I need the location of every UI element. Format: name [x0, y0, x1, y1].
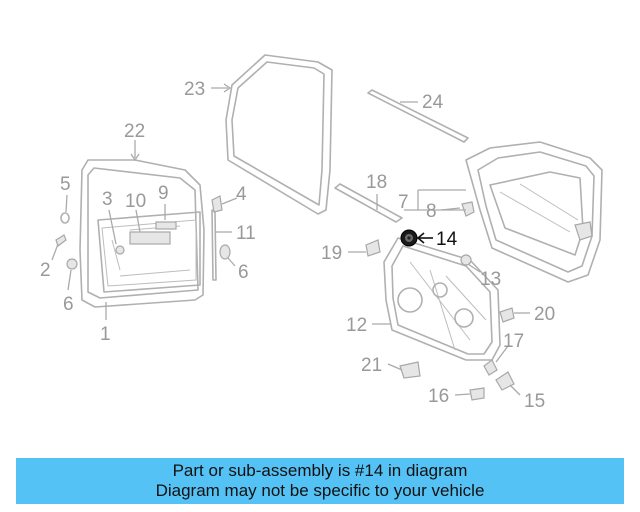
glass-run-strip [211, 209, 217, 281]
clip-5 [60, 212, 70, 224]
callout-17: 17 [503, 331, 524, 352]
callout-13: 13 [480, 269, 501, 290]
door-weatherstrip [225, 54, 333, 215]
info-banner: Part or sub-assembly is #14 in diagram D… [16, 458, 624, 504]
clip-8 [461, 201, 475, 217]
callout-16: 16 [428, 386, 449, 407]
callout-14: 14 [436, 229, 458, 250]
highlighted-part-14[interactable] [400, 229, 418, 247]
callout-2: 2 [40, 260, 51, 281]
callout-23: 23 [184, 79, 205, 100]
bolt-13 [460, 254, 472, 266]
parts-diagram: 23 24 22 3 10 9 5 4 11 6 6 2 1 18 7 8 19… [40, 54, 603, 412]
callout-3: 3 [102, 189, 113, 210]
callout-22: 22 [124, 121, 145, 142]
callout-6-right: 6 [238, 262, 249, 283]
regulator-panel [383, 237, 501, 361]
clip-17 [483, 359, 498, 376]
door-frame-assembly [465, 141, 603, 283]
belt-strip [334, 183, 403, 223]
callout-12: 12 [346, 315, 367, 336]
plug-6-left [66, 258, 78, 270]
door-shell [79, 159, 205, 308]
callout-15: 15 [524, 391, 545, 412]
leader-lines [51, 83, 530, 396]
callout-21: 21 [361, 355, 382, 376]
nut-15 [495, 371, 515, 391]
callout-19: 19 [321, 243, 342, 264]
bracket-4 [211, 195, 223, 213]
callout-7: 7 [398, 192, 409, 213]
callout-6-left: 6 [63, 294, 74, 315]
callout-20: 20 [534, 304, 555, 325]
callout-9: 9 [158, 183, 169, 204]
banner-line-2: Diagram may not be specific to your vehi… [155, 481, 485, 500]
callout-4: 4 [236, 184, 247, 205]
clip-16 [469, 387, 485, 401]
callout-11: 11 [236, 223, 256, 244]
callout-24: 24 [422, 92, 444, 113]
plug-6-right [219, 244, 231, 260]
bracket-19 [365, 239, 381, 257]
callout-1: 1 [100, 324, 111, 345]
callout-18: 18 [366, 172, 387, 193]
banner-line-1: Part or sub-assembly is #14 in diagram [172, 461, 468, 480]
callout-10: 10 [125, 191, 146, 212]
callout-labels: 23 24 22 3 10 9 5 4 11 6 6 2 1 18 7 8 19… [40, 79, 555, 412]
clip-20 [499, 307, 515, 323]
connector-21 [399, 361, 421, 379]
belt-moulding [367, 89, 469, 143]
callout-8: 8 [426, 201, 437, 222]
callout-5: 5 [60, 174, 71, 195]
